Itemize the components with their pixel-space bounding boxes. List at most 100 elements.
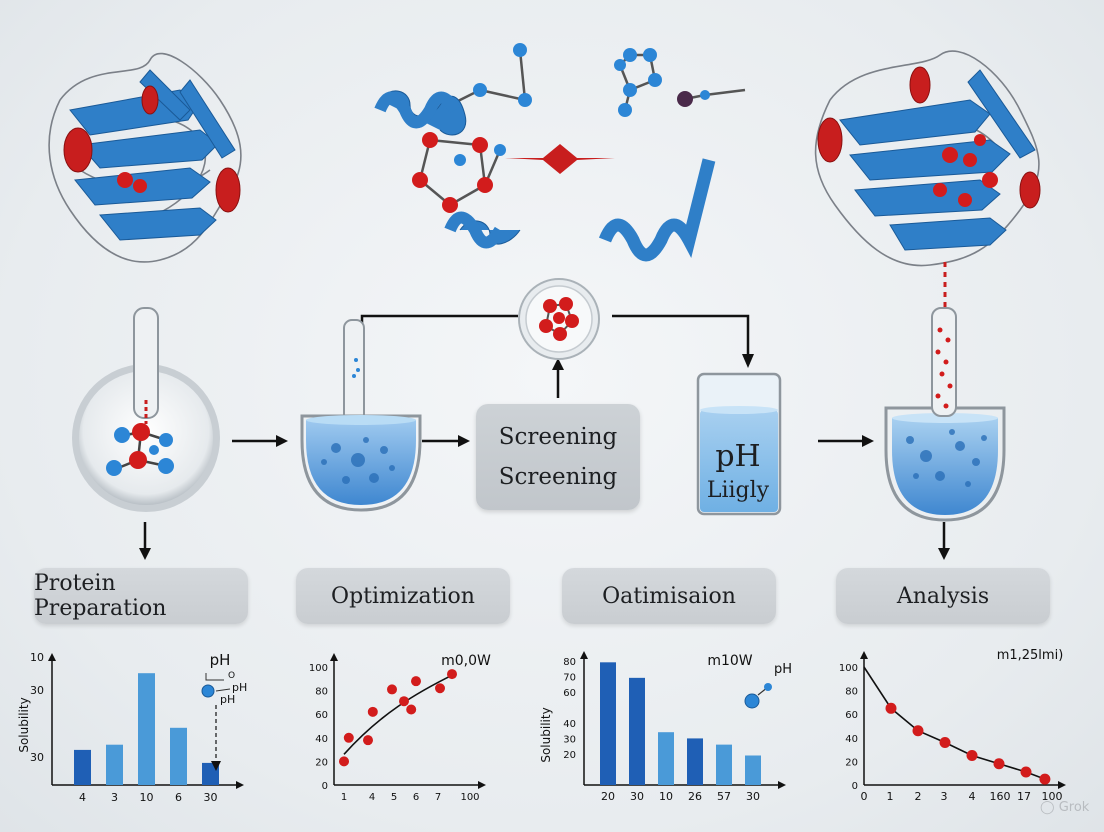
- step-2-label: Optimization: [331, 583, 475, 609]
- y-tick-label: 0: [852, 781, 858, 792]
- reaction-arrow-icon: [505, 144, 615, 174]
- y-tick-label: 80: [315, 687, 328, 698]
- data-point: [885, 702, 897, 714]
- data-point: [367, 706, 378, 717]
- ph-beaker: [696, 372, 782, 516]
- arrow-right-3: [818, 435, 874, 447]
- arrow-right-2: [422, 435, 470, 447]
- annotation-ph: pH: [774, 662, 792, 677]
- x-tick-label: 4: [969, 790, 976, 803]
- annotation-arrow: [211, 761, 221, 771]
- drop-indicator: [943, 262, 947, 312]
- y-tick-label: 100: [309, 663, 328, 674]
- x-tick-label: 10: [659, 790, 673, 803]
- data-point: [339, 756, 349, 767]
- ligand-molecule-center-right: [598, 48, 746, 262]
- step-protein-preparation: Protein Preparation: [34, 568, 248, 624]
- chart-title: m0,0W: [441, 653, 491, 669]
- analysis-beaker: [884, 307, 1006, 522]
- annotation-o: O: [228, 671, 235, 681]
- y-tick-label: 80: [845, 687, 858, 698]
- y-tick-label: 40: [845, 734, 858, 745]
- data-point: [435, 683, 445, 694]
- watermark-text: Grok: [1058, 800, 1090, 815]
- bar: [106, 744, 123, 785]
- y-tick-label: 40: [315, 734, 328, 745]
- data-point: [363, 735, 373, 746]
- data-point: [387, 684, 397, 695]
- x-tick-label: 4: [79, 791, 86, 804]
- x-tick-label: 3: [941, 790, 948, 803]
- x-tick-label: 1: [341, 792, 347, 803]
- y-axis-label: Solubility: [17, 697, 31, 752]
- step-1-label: Protein Preparation: [34, 571, 167, 621]
- step-analysis: Analysis: [836, 568, 1050, 624]
- y-tick-label: 20: [315, 757, 328, 768]
- x-tick-label: 160: [990, 790, 1011, 803]
- step-4-label: Analysis: [896, 583, 990, 609]
- y-axis-arrow: [330, 653, 338, 661]
- y-tick-label: 0: [322, 781, 328, 792]
- arrow-down-1: [139, 522, 151, 560]
- y-tick-label: 80: [563, 657, 576, 668]
- x-tick-label: 4: [369, 792, 375, 803]
- x-tick-label: 3: [111, 791, 118, 804]
- y-tick-label: 60: [845, 710, 858, 721]
- screening-line-1: Screening: [498, 424, 618, 450]
- arrow-right-1: [232, 435, 288, 447]
- bar: [658, 732, 674, 785]
- x-tick-label: 6: [175, 791, 182, 804]
- annotation-atom: [744, 693, 760, 709]
- y-tick-label: 60: [315, 710, 328, 721]
- watermark: ◯ Grok: [1040, 800, 1089, 815]
- y-tick-label: 40: [563, 719, 576, 730]
- x-tick-label: 100: [1042, 790, 1063, 803]
- x-axis-arrow: [236, 781, 244, 789]
- beaker-with-tube: [300, 319, 422, 512]
- protein-structure-left: [48, 52, 242, 263]
- y-tick-label: 20: [563, 750, 576, 761]
- x-tick-label: 100: [460, 792, 479, 803]
- data-point: [993, 758, 1005, 770]
- chart-title: m1,25lmi): [997, 648, 1064, 663]
- annotation-atom: [201, 684, 215, 698]
- arrow-down-2: [938, 522, 950, 560]
- data-point: [411, 676, 421, 687]
- x-tick-label: 30: [746, 790, 760, 803]
- y-tick-label: 10: [30, 651, 44, 664]
- bar: [745, 755, 761, 785]
- x-tick-label: 2: [915, 790, 922, 803]
- annotation-bracket: [205, 673, 224, 681]
- screening-sample-icon: [518, 278, 600, 360]
- trend-line: [343, 673, 455, 755]
- x-tick-label: 17: [1017, 790, 1031, 803]
- data-point: [966, 750, 978, 761]
- x-tick-label: 30: [630, 790, 644, 803]
- ligand-molecule-center-left: [374, 43, 532, 249]
- annotation-ph-2: pH: [220, 693, 235, 706]
- y-tick-label: 20: [845, 757, 858, 768]
- y-axis-label: Solubility: [539, 707, 553, 762]
- arrow-up: [552, 358, 564, 398]
- bar: [600, 662, 616, 785]
- y-tick-label: 30: [30, 684, 44, 697]
- y-axis-arrow: [860, 651, 868, 659]
- annotation-bond: [215, 688, 231, 692]
- ph-label-line-1: pH: [715, 439, 761, 474]
- y-tick-label: 100: [839, 663, 858, 674]
- x-tick-label: 7: [435, 792, 441, 803]
- protein-structure-right: [814, 50, 1041, 267]
- chart-title: m10W: [707, 653, 752, 669]
- y-axis-arrow: [48, 653, 56, 661]
- x-tick-label: 1: [887, 790, 894, 803]
- bar: [629, 677, 645, 785]
- x-tick-label: 5: [391, 792, 397, 803]
- annotation-ph-1: pH: [232, 681, 247, 694]
- screening-line-2: Screening: [498, 464, 618, 490]
- series-line: [863, 666, 1046, 780]
- y-tick-label: 70: [563, 672, 576, 683]
